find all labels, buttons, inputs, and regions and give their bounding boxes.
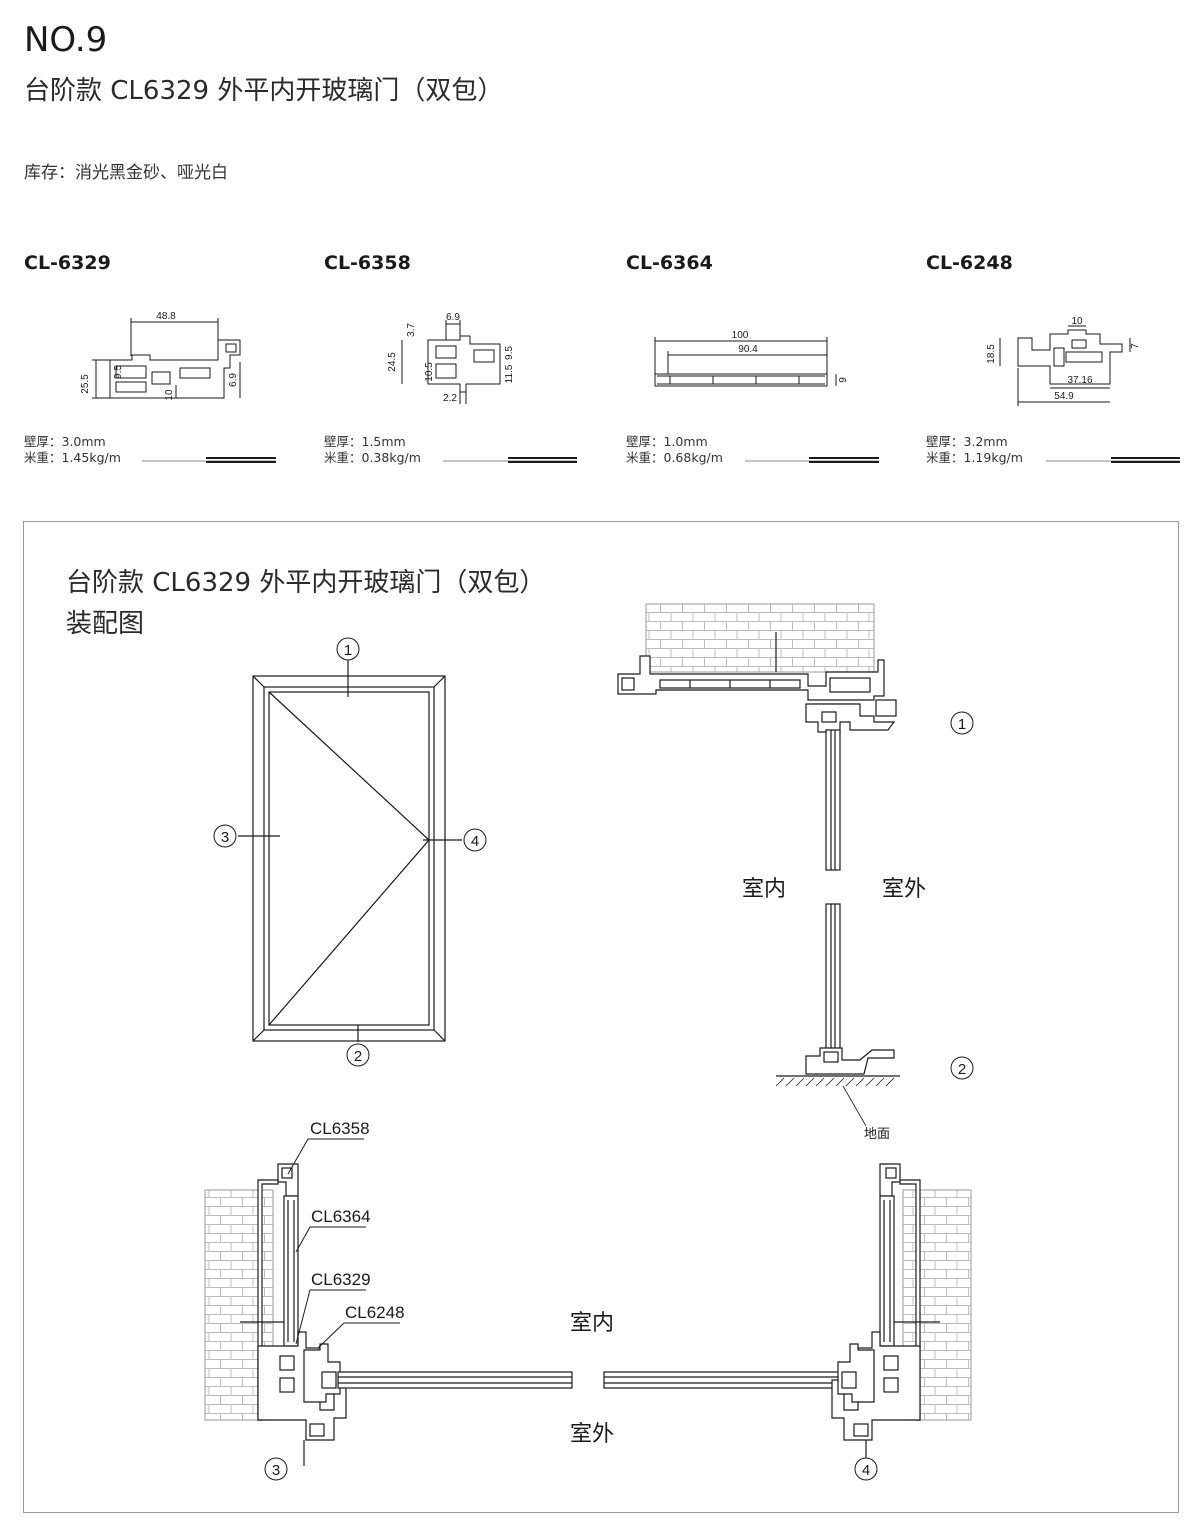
assembly-panel xyxy=(23,521,1179,1513)
dim-label: 18.5 xyxy=(986,344,997,364)
profile-drawing-6364 xyxy=(654,337,837,387)
profile-drawing-6329 xyxy=(92,318,241,399)
dim-label: 6.9 xyxy=(228,373,239,387)
ground-label: 地面 xyxy=(864,1126,890,1141)
horizontal-section xyxy=(204,1163,972,1466)
part-label-cl6358: CL6358 xyxy=(310,1119,370,1138)
profile-drawing-6358 xyxy=(401,320,501,404)
wall-thickness: 壁厚：3.0mm xyxy=(24,434,106,449)
dim-label: 54.9 xyxy=(1054,391,1074,402)
callout-1: 1 xyxy=(344,642,352,659)
profile-spec-4: 壁厚：3.2mm 米重：1.19kg/m xyxy=(926,434,1023,466)
dim-label: 6.9 xyxy=(446,312,460,323)
dim-label: 10 xyxy=(164,389,175,401)
profile-code-1: CL-6329 xyxy=(24,252,111,274)
vertical-indoor-label: 室内 xyxy=(742,876,786,901)
dim-label: 9.5 xyxy=(113,365,124,379)
horizontal-indoor-label: 室内 xyxy=(570,1310,614,1335)
profile-code-3: CL-6364 xyxy=(626,252,713,274)
dim-label: 3.7 xyxy=(406,323,417,337)
part-label-cl6364: CL6364 xyxy=(311,1207,371,1226)
callout-4: 4 xyxy=(471,833,479,850)
profile-code-4: CL-6248 xyxy=(926,252,1013,274)
assembly-title: 台阶款 CL6329 外平内开玻璃门（双包） xyxy=(66,568,546,598)
callout-3: 3 xyxy=(221,829,229,846)
vertical-outdoor-label: 室外 xyxy=(882,876,926,901)
section-callout-1: 1 xyxy=(958,716,966,733)
meter-weight: 米重：1.45kg/m xyxy=(24,450,121,465)
callout-2-circle xyxy=(346,1043,370,1067)
dim-label: 9.5 xyxy=(504,346,515,360)
wall-thickness: 壁厚：1.0mm xyxy=(626,434,708,449)
dim-label: 11.5 xyxy=(504,364,515,383)
document-number: NO.9 xyxy=(24,20,108,60)
plan-callout-3: 3 xyxy=(272,1462,280,1479)
wall-thickness: 壁厚：1.5mm xyxy=(324,434,406,449)
ground-hatch xyxy=(775,1077,895,1127)
dim-label: 48.8 xyxy=(156,311,176,322)
dim-label: 100 xyxy=(732,330,749,341)
profile-spec-3: 壁厚：1.0mm 米重：0.68kg/m xyxy=(626,434,723,466)
dim-label: 24.5 xyxy=(387,352,398,372)
meter-weight: 米重：0.68kg/m xyxy=(626,450,723,465)
part-label-cl6248: CL6248 xyxy=(345,1303,405,1322)
profile-drawing-6248 xyxy=(999,325,1131,406)
section-callout-2: 2 xyxy=(958,1061,966,1078)
dim-label: 90.4 xyxy=(738,344,758,355)
plan-callout-4: 4 xyxy=(862,1462,870,1479)
door-callouts xyxy=(213,637,487,1067)
dim-label: 10.5 xyxy=(424,362,435,382)
dim-label: 10 xyxy=(1071,316,1083,327)
door-elevation xyxy=(238,660,462,1042)
stock-colors: 库存：消光黑金砂、哑光白 xyxy=(24,163,228,183)
horizontal-outdoor-label: 室外 xyxy=(570,1421,614,1446)
profile-spec-2: 壁厚：1.5mm 米重：0.38kg/m xyxy=(324,434,421,466)
meter-weight: 米重：1.19kg/m xyxy=(926,450,1023,465)
callout-4-circle xyxy=(463,828,487,852)
profile-sections: 48.8 25.5 9.5 10 6.9 6.9 3.7 24.5 10.5 9… xyxy=(80,311,1180,463)
vertical-section xyxy=(617,603,900,1077)
dim-label: 37.16 xyxy=(1067,375,1092,386)
callout-2: 2 xyxy=(354,1048,362,1065)
wall-thickness: 壁厚：3.2mm xyxy=(926,434,1008,449)
dim-label: 25.5 xyxy=(80,374,91,394)
part-label-cl6329: CL6329 xyxy=(311,1270,371,1289)
profile-spec-1: 壁厚：3.0mm 米重：1.45kg/m xyxy=(24,434,121,466)
meter-weight: 米重：0.38kg/m xyxy=(324,450,421,465)
assembly-subtitle: 装配图 xyxy=(66,609,145,639)
dim-label: 2.2 xyxy=(443,393,457,404)
dim-label: 7 xyxy=(1130,343,1141,349)
profile-code-2: CL-6358 xyxy=(324,252,411,274)
product-title: 台阶款 CL6329 外平内开玻璃门（双包） xyxy=(24,76,504,106)
dim-label: 9 xyxy=(838,377,849,383)
callout-3-circle xyxy=(213,824,237,848)
callout-1-circle xyxy=(336,637,360,661)
